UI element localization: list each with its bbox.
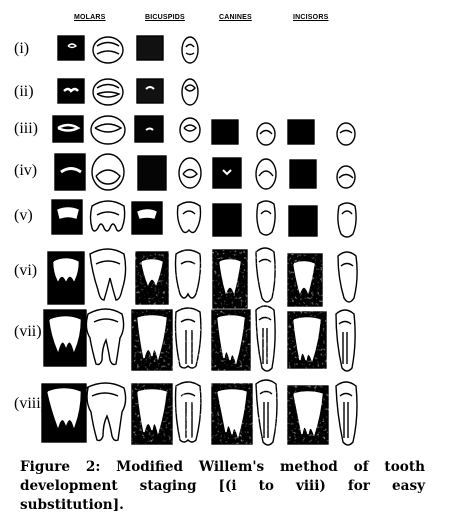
incisor-diagram-viii xyxy=(335,381,358,446)
column-header-incisors: INCISORS xyxy=(293,14,329,21)
molar-crypt-i xyxy=(67,43,78,49)
stage-label-ii: (ii) xyxy=(14,83,34,100)
column-header-molars: MOLARS xyxy=(74,14,106,21)
radiograph-bicuspid-i xyxy=(136,35,164,61)
radiograph-incisor-v xyxy=(288,205,318,237)
bicuspid-diagram-vi xyxy=(174,249,202,299)
radiograph-grain xyxy=(132,250,330,444)
radiograph-bicuspid-v xyxy=(131,201,163,235)
bicuspid-diagram-iii xyxy=(179,117,201,143)
canine-diagram-v xyxy=(256,200,276,236)
bicuspid-diagram-iv xyxy=(178,157,202,189)
column-header-bicuspids: BICUSPIDS xyxy=(145,14,185,21)
molar-diagram-v xyxy=(89,200,126,232)
stage-label-viii: (viii) xyxy=(14,395,46,412)
canine-diagram-iv xyxy=(255,158,277,190)
radiograph-bicuspid-iv xyxy=(137,155,167,191)
stage-label-vii: (vii) xyxy=(14,323,42,340)
incisor-diagram-iv xyxy=(336,165,356,189)
bicuspid-diagram-i xyxy=(181,36,199,64)
incisor-diagram-iii xyxy=(336,122,356,146)
molar-diagram-viii xyxy=(85,382,127,442)
radiograph-bicuspid-ii xyxy=(136,78,164,104)
bicuspid-diagram-v xyxy=(176,201,202,234)
stage-label-v: (v) xyxy=(14,207,33,224)
molar-diagram-vii xyxy=(85,308,125,366)
radiograph-incisor-iv xyxy=(289,159,317,189)
stage-label-iv: (iv) xyxy=(14,162,38,179)
stage-label-iii: (iii) xyxy=(14,120,38,137)
incisor-diagram-vii xyxy=(335,309,356,372)
radiograph-canine-v xyxy=(212,203,242,237)
canine-diagram-vi xyxy=(255,247,276,303)
figure-caption: Figure 2: Modified Willem's method of to… xyxy=(20,459,425,513)
canine-diagram-viii xyxy=(255,379,278,446)
molar-diagram-iii xyxy=(90,115,126,145)
molar-diagram-vi xyxy=(89,248,127,301)
stage-label-i: (i) xyxy=(14,40,30,57)
tooth-staging-figure: MOLARS BICUSPIDS CANINES INCISORS (i) (i… xyxy=(14,14,358,446)
incisor-diagram-v xyxy=(337,202,357,238)
incisor-diagram-vi xyxy=(337,251,358,303)
canine-diagram-vii xyxy=(255,305,276,372)
column-header-canines: CANINES xyxy=(219,14,252,21)
bicuspid-diagram-vii xyxy=(174,307,202,369)
canine-diagram-iii xyxy=(256,122,276,146)
molar-diagram-i xyxy=(92,36,124,64)
stage-label-vi: (vi) xyxy=(14,262,38,279)
radiograph-canine-iii xyxy=(211,119,239,145)
radiograph-incisor-iii xyxy=(287,119,315,145)
bicuspid-diagram-ii xyxy=(181,78,199,106)
radiograph-canine-iv xyxy=(212,157,242,189)
molar-diagram-iv xyxy=(91,153,125,191)
bicuspid-diagram-viii xyxy=(174,381,202,443)
molar-diagram-ii xyxy=(92,78,124,106)
tooth-drawings xyxy=(41,35,358,446)
